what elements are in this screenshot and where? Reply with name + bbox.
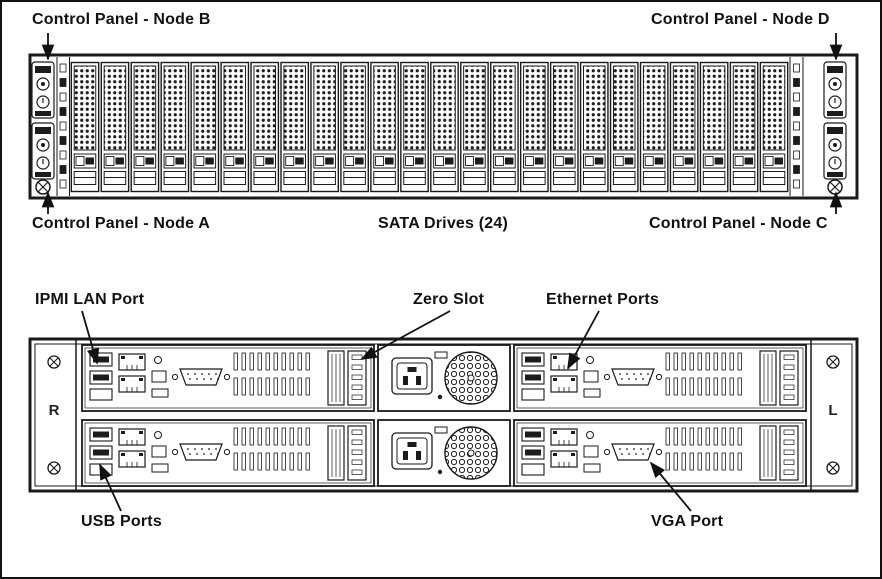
arrow-zero-slot [360,310,451,360]
label-control-panel-node-a: Control Panel - Node A [32,215,211,232]
label-control-panel-node-c: Control Panel - Node C [649,215,828,232]
callout-arrows [41,33,843,512]
led-indicator [59,63,67,73]
led-indicator [59,136,67,145]
drive-bay [250,61,280,193]
led-indicator [59,150,67,160]
label-zero-slot: Zero Slot [413,291,485,308]
node-tray [81,344,375,412]
drive-bay [370,61,399,193]
drive-bay [310,61,340,193]
drive-bay [729,61,759,193]
label-ipmi-lan-port: IPMI LAN Port [35,291,145,308]
thumbscrew-icon [35,179,51,195]
label-sata-drives: SATA Drives (24) [377,215,509,232]
label-ethernet-ports: Ethernet Ports [546,291,660,308]
control-panel [823,61,847,119]
drive-bay [490,61,519,193]
drive-bay [669,61,699,193]
thumbscrew-icon [827,179,843,195]
power-supply [377,419,511,487]
rear-ear-label-left: L [828,402,837,419]
drive-bay [160,61,190,193]
node-tray [513,419,807,487]
led-indicator [59,107,67,116]
vga-port [179,368,223,386]
screw-icon [826,355,840,369]
drive-bay [579,61,609,193]
led-indicator [59,92,67,102]
drive-bay [220,61,250,193]
power-supplies [377,344,511,487]
drive-bay [699,61,729,193]
drive-bay [460,61,489,193]
label-control-panel-node-d: Control Panel - Node D [651,11,830,28]
led-indicator [59,78,67,87]
drive-bay [400,61,429,193]
arrow-usb [99,463,122,512]
drive-bay [609,61,639,193]
led-indicator [793,165,800,174]
arrow-ethernet [567,310,600,370]
label-vga-port: VGA Port [651,513,724,530]
led-indicator [793,92,800,102]
drive-bay [100,61,130,193]
drive-bay [70,61,100,193]
vga-port [179,443,223,461]
label-usb-ports: USB Ports [81,513,162,530]
arrow-vga [649,461,692,512]
vga-port [611,368,655,386]
screw-icon [47,355,61,369]
drive-bay [519,61,549,193]
drive-bay [549,61,579,193]
drive-bay [639,61,669,193]
led-indicator [793,179,800,189]
rear-ear-label-right: R [49,402,60,419]
drive-bays [70,61,789,193]
screw-icon [47,461,61,475]
control-panel [31,122,55,180]
led-indicator [793,63,800,73]
drive-bay [430,61,459,193]
led-indicator [793,121,800,131]
drive-bay [340,61,369,193]
vga-port [611,443,655,461]
control-panel [31,61,55,119]
screw-icon [826,461,840,475]
control-panel [823,122,847,180]
arrow-ipmi [81,310,100,365]
power-supply [377,344,511,412]
node-tray [513,344,807,412]
led-indicator [59,121,67,131]
front-control-panels [31,61,847,189]
led-indicator [59,179,67,189]
drive-bay [280,61,310,193]
drive-bay [759,61,789,193]
led-indicator [59,165,67,174]
led-indicator [793,107,800,116]
led-indicator [793,78,800,87]
label-control-panel-node-b: Control Panel - Node B [32,11,211,28]
led-indicator [793,136,800,145]
drive-bay [130,61,160,193]
drive-bay [190,61,220,193]
led-indicator [793,150,800,160]
node-tray [81,419,375,487]
